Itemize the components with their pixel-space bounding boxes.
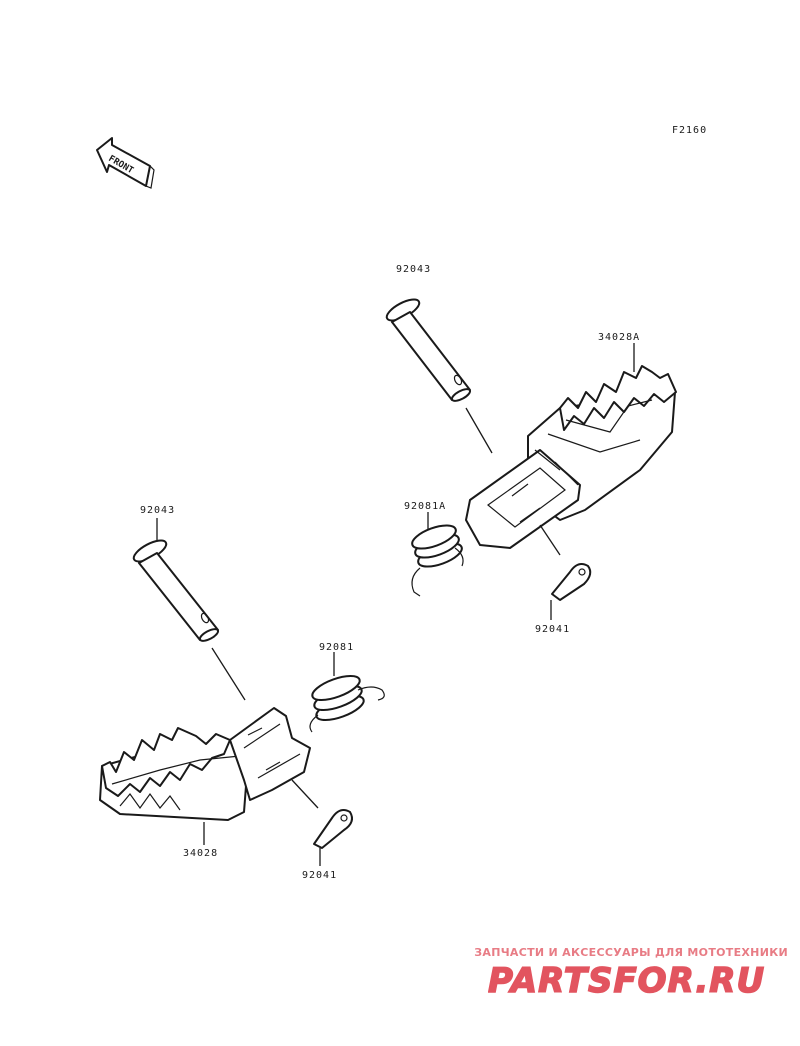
clevis-pin-left (132, 539, 220, 642)
diagram-code: F2160 (672, 125, 707, 136)
watermark-logo-text: PARTSFOR.RU (488, 961, 765, 1000)
spring-left (309, 674, 385, 733)
label-pin-left: 92043 (140, 505, 175, 516)
label-pin-right: 92043 (396, 264, 431, 275)
cotter-pin-right (551, 563, 592, 601)
footpeg-left (99, 707, 311, 821)
cotter-guide-right (539, 524, 561, 556)
pin-leader-right (465, 407, 493, 454)
watermark-tagline: ЗАПЧАСТИ И АКСЕССУАРЫ ДЛЯ МОТОТЕХНИКИ (474, 946, 788, 959)
footpeg-right (465, 365, 677, 549)
cotter-pin-left (313, 809, 353, 849)
pin-leader-left (211, 647, 246, 701)
watermark-logo: PARTSFOR.RU (488, 960, 765, 1000)
clevis-pin-right (385, 298, 472, 402)
label-spring-right: 92081A (404, 501, 446, 512)
cotter-guide-left (291, 779, 319, 809)
spring-right (411, 524, 464, 597)
label-footpeg-left: 34028 (183, 848, 218, 859)
label-spring-left: 92081 (319, 642, 354, 653)
label-footpeg-right: 34028A (598, 332, 640, 343)
label-cotter-left: 92041 (302, 870, 337, 881)
front-arrow-icon: FRONT (96, 137, 155, 189)
label-cotter-right: 92041 (535, 624, 570, 635)
